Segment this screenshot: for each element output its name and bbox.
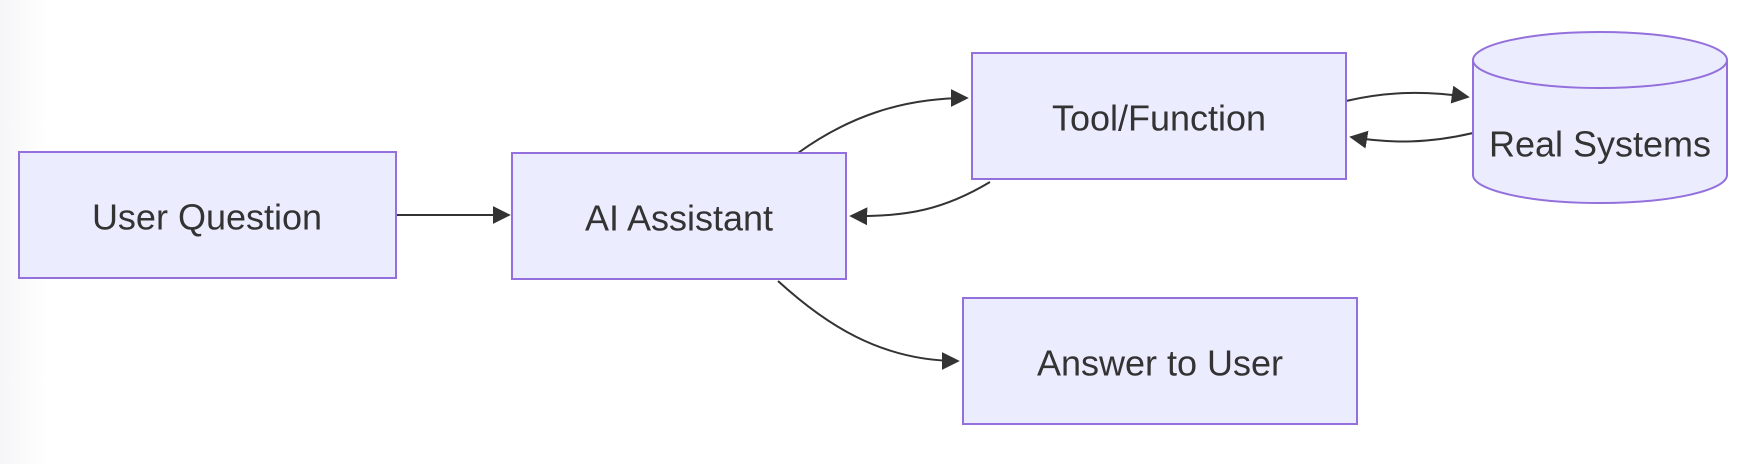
edge-tool-function-to-real-systems — [1345, 85, 1470, 104]
ai-assistant-label: AI Assistant — [585, 198, 773, 239]
answer-to-user-label: Answer to User — [1037, 343, 1283, 384]
ai-assistant-box — [511, 152, 847, 280]
edge-tool-function-to-ai-assistant — [849, 181, 991, 226]
edge-ai-assistant-to-answer-to-user — [777, 280, 960, 370]
database-cylinder-top — [1472, 31, 1728, 89]
edge-ai-assistant-to-tool-function — [797, 89, 969, 154]
edge-real-systems-to-tool-function — [1349, 130, 1474, 149]
tool-function-box — [971, 52, 1347, 180]
node-real-systems: Real Systems — [1472, 31, 1728, 204]
node-tool-function: Tool/Function — [971, 52, 1347, 180]
real-systems-label: Real Systems — [1489, 124, 1711, 165]
answer-to-user-box — [962, 297, 1358, 425]
tool-function-label: Tool/Function — [1052, 98, 1266, 139]
node-user-question: User Question — [18, 151, 397, 279]
user-question-box — [18, 151, 397, 279]
node-ai-assistant: AI Assistant — [511, 152, 847, 280]
user-question-label: User Question — [92, 197, 322, 238]
node-answer-to-user: Answer to User — [962, 297, 1358, 425]
database-cylinder-body — [1472, 60, 1728, 204]
